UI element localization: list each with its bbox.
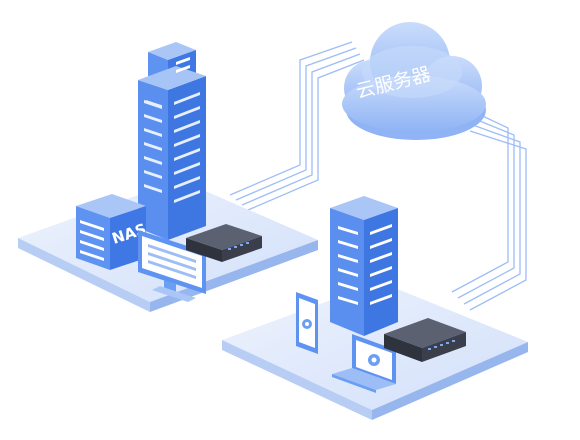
- building-icon-right: [330, 196, 398, 336]
- mobile-phone-icon: [296, 292, 318, 354]
- monitor-icon: [138, 230, 206, 302]
- network-switch-icon-right: [384, 318, 466, 362]
- nas-server-icon: [76, 194, 146, 270]
- cloud-icon: [342, 22, 486, 140]
- cloud-link-lines-right: [451, 109, 527, 311]
- building-icon-left: [138, 42, 206, 240]
- network-switch-icon-left: [186, 224, 262, 262]
- cloud-link-lines-left: [229, 41, 365, 211]
